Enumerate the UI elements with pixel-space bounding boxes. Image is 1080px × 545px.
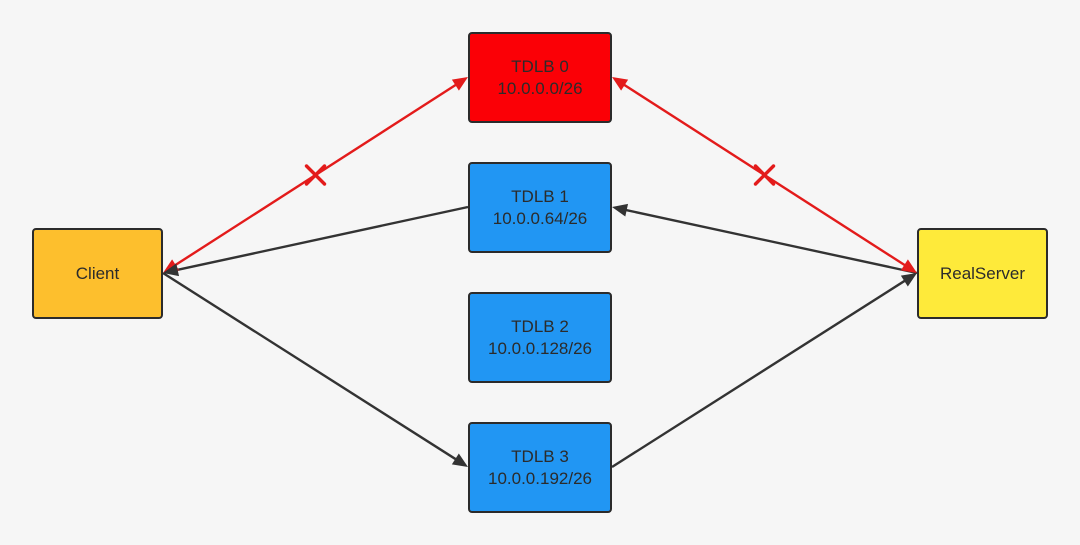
realserver-label: RealServer — [939, 263, 1026, 283]
arrowhead-tdlb0-to-realserver — [900, 259, 917, 273]
tdlb-1-subnet: 10.0.0.64/26 — [492, 208, 588, 228]
cross-icon — [304, 164, 327, 186]
connection-realserver-tdlb1 — [623, 208, 918, 275]
arrowhead-tdlb3-to-realserver — [900, 273, 917, 287]
tdlb-3-name: TDLB 3 — [511, 446, 569, 466]
tdlb-0-name: TDLB 0 — [511, 56, 569, 76]
tdlb-0-subnet: 10.0.0.0/26 — [497, 78, 583, 98]
tdlb-3-subnet: 10.0.0.192/26 — [488, 468, 592, 488]
tdlb-3-node: TDLB 3 10.0.0.192/26 — [468, 422, 612, 513]
tdlb-1-name: TDLB 1 — [511, 186, 569, 206]
connection-tdlb1-client — [174, 205, 469, 272]
client-node: Client — [32, 228, 163, 319]
tdlb-0-node: TDLB 0 10.0.0.0/26 — [468, 32, 612, 123]
connection-client-tdlb3 — [162, 271, 459, 462]
arrowhead-realserver-to-tdlb1 — [612, 203, 629, 217]
arrowhead-client-to-tdlb0 — [451, 77, 468, 91]
realserver-node: RealServer — [917, 228, 1048, 319]
arrowhead-tdlb1-to-client — [163, 263, 180, 277]
tdlb-2-subnet: 10.0.0.128/26 — [488, 338, 592, 358]
tdlb-2-node: TDLB 2 10.0.0.128/26 — [468, 292, 612, 383]
tdlb-1-node: TDLB 1 10.0.0.64/26 — [468, 162, 612, 253]
arrowhead-realserver-to-tdlb0 — [612, 77, 629, 91]
client-label: Client — [75, 263, 120, 283]
connection-tdlb3-realserver — [611, 278, 908, 469]
tdlb-2-name: TDLB 2 — [511, 316, 569, 336]
cross-icon — [753, 164, 776, 186]
arrowhead-client-to-tdlb3 — [451, 453, 468, 467]
